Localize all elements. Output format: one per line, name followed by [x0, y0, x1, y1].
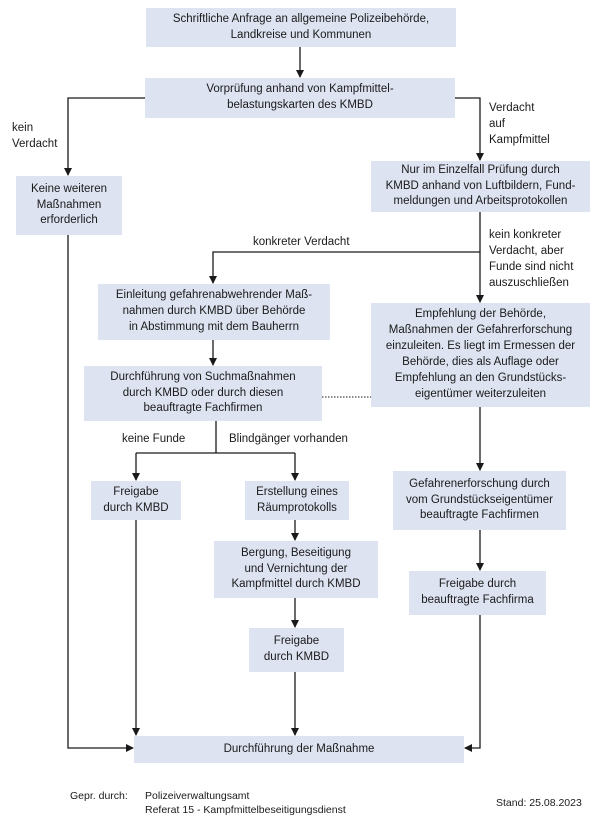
date-stamp: Stand: 25.08.2023: [496, 797, 582, 809]
execution-box: Durchführung der Maßnahme: [134, 736, 464, 763]
label-duds-present: Blindgänger vorhanden: [229, 433, 348, 445]
no-measures-box: Keine weiteren Maßnahmen erforderlich: [16, 176, 122, 235]
label-no-finds: keine Funde: [122, 433, 186, 445]
protocol-box: Erstellung eines Räumprotokolls: [245, 481, 349, 520]
single-case-box: Nur im Einzelfall Prüfung durch KMBD anh…: [371, 161, 590, 212]
label-suspicion: Verdacht auf Kampfmittel: [489, 102, 550, 146]
label-concrete-suspicion: konkreter Verdacht: [253, 236, 350, 248]
checked-by-value: Polizeiverwaltungsamt Referat 15 - Kampf…: [145, 790, 346, 817]
release-firm-box: Freigabe durch beauftragte Fachfirma: [409, 571, 546, 615]
label-no-suspicion: kein Verdacht: [12, 122, 58, 150]
precheck-box: Vorprüfung anhand von Kampfmittel- belas…: [145, 78, 455, 118]
release-kmbd-box-2: Freigabe durch KMBD: [249, 628, 344, 672]
recommendation-box: Empfehlung der Behörde, Maßnahmen der Ge…: [371, 303, 590, 407]
release-kmbd-box-1: Freigabe durch KMBD: [91, 481, 181, 520]
request-box: Schriftliche Anfrage an allgemeine Poliz…: [146, 8, 456, 47]
checked-by-label: Gepr. durch:: [70, 790, 128, 802]
search-box: Durchführung von Suchmaßnahmen durch KMB…: [84, 366, 322, 421]
recovery-box: Bergung, Beseitigung und Vernichtung der…: [214, 541, 378, 598]
initiation-box: Einleitung gefahrenabwehrender Maß- nahm…: [98, 284, 330, 340]
hazard-research-box: Gefahrenerforschung durch vom Grundstück…: [393, 471, 566, 530]
label-no-concrete-suspicion: kein konkreter Verdacht, aber Funde sind…: [489, 229, 574, 289]
